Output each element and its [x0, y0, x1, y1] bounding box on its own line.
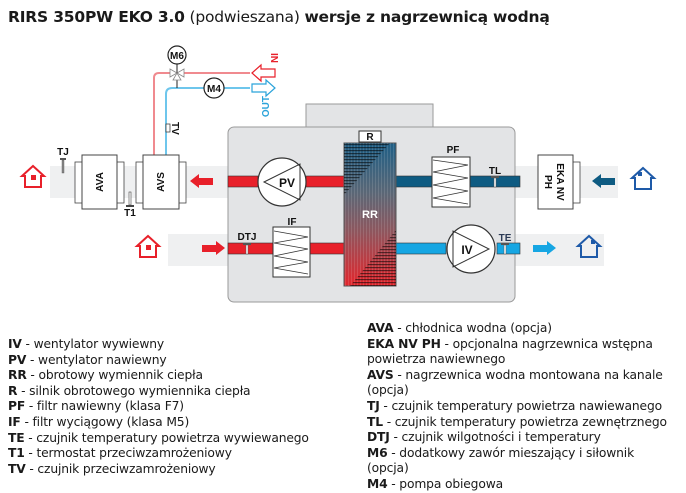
- r-exchanger-motor: R: [358, 130, 382, 143]
- t1-label: T1: [124, 208, 136, 219]
- valve-right-icon: [176, 68, 185, 78]
- legend-item: PF - filtr nawiewny (klasa F7): [8, 399, 184, 414]
- exhaust-bar-mid: [395, 242, 447, 255]
- water-out-pipe: [165, 87, 250, 177]
- if-label: IF: [288, 217, 297, 228]
- exhaust-duct-right: [514, 234, 604, 266]
- ventilation-diagram: M6 M4 IN OUT TV: [19, 45, 657, 303]
- supply-bar-mid: [305, 175, 345, 188]
- r-label: R: [366, 132, 374, 143]
- page-title: RIRS 350PW EKO 3.0 (podwieszana) wersje …: [8, 8, 550, 26]
- tl-label: TL: [489, 166, 501, 177]
- m6-mixing-valve: M6: [167, 45, 187, 88]
- valve-bottom-icon: [172, 72, 182, 81]
- house-supply-icon: [19, 164, 47, 188]
- out-label: OUT: [261, 96, 272, 117]
- if-extract-filter: IF: [272, 217, 311, 278]
- water-out-arrow: OUT: [251, 78, 276, 117]
- pv-label: PV: [279, 176, 295, 190]
- legend-item: M6 - dodatkowy zawór mieszający i siłown…: [367, 445, 635, 476]
- outdoor-flow-arrow: [592, 174, 615, 188]
- legend-item: IV - wentylator wywiewny: [8, 337, 165, 351]
- iv-label: IV: [461, 243, 472, 257]
- te-sensor: TE: [499, 233, 512, 255]
- dtj-label: DTJ: [238, 232, 257, 243]
- water-pipes: [153, 72, 250, 177]
- te-label: TE: [499, 233, 512, 244]
- water-in-pipe: [153, 72, 250, 177]
- eka-label-line1: EKA NV: [554, 163, 565, 201]
- house-outdoor-icon: [629, 166, 657, 190]
- t1-thermostat: T1: [124, 191, 136, 219]
- rr-label: RR: [362, 209, 378, 221]
- m6-label: M6: [170, 51, 184, 62]
- legend-item: R - silnik obrotowego wymiennika ciepła: [8, 383, 251, 398]
- pf-label: PF: [447, 145, 460, 156]
- title-model: RIRS 350PW EKO 3.0: [8, 8, 185, 26]
- legend-item: AVS - nagrzewnica wodna montowana na kan…: [367, 367, 663, 398]
- water-in-arrow: IN: [251, 53, 279, 83]
- legend-left: IV - wentylator wywiewny PV - wentylator…: [8, 337, 348, 477]
- m4-label: M4: [207, 84, 221, 95]
- house-exhaust-icon: [575, 234, 603, 258]
- avs-water-heater: AVS: [135, 154, 187, 210]
- legend-item: IF - filtr wyciągowy (klasa M5): [8, 414, 190, 429]
- tv-label: TV: [169, 122, 180, 135]
- iv-exhaust-fan: IV: [446, 224, 496, 274]
- legend-right: AVA - chłodnica wodna (opcja) EKA NV PH …: [367, 321, 667, 493]
- tj-sensor: TJ: [57, 147, 69, 174]
- legend-item: TV - czujnik przeciwzamrożeniowy: [8, 461, 216, 476]
- rr-rotary-heat-exchanger: RR: [343, 142, 397, 287]
- house-extract-icon: [134, 234, 162, 258]
- title-variant: (podwieszana): [189, 8, 300, 26]
- unit-top-cap: [305, 103, 434, 129]
- tj-label: TJ: [57, 147, 69, 158]
- pf-supply-filter: PF: [431, 145, 471, 208]
- legend-item: PV - wentylator nawiewny: [8, 352, 167, 367]
- extract-bar-mid: [309, 242, 345, 255]
- valve-left-icon: [169, 68, 178, 78]
- supply-bar-left: [227, 175, 259, 188]
- extract-flow-arrow: [202, 241, 225, 255]
- eka-nv-ph-preheater: EKA NV PH: [537, 154, 581, 210]
- eka-label-line2: PH: [542, 175, 553, 189]
- legend-item: AVA - chłodnica wodna (opcja): [367, 321, 552, 335]
- legend-item: EKA NV PH - opcjonalna nagrzewnica wstęp…: [367, 336, 653, 367]
- legend-item: TJ - czujnik temperatury powietrza nawie…: [367, 398, 662, 413]
- legend-item: M4 - pompa obiegowa: [367, 476, 503, 491]
- legend-item: TL - czujnik temperatury powietrza zewnę…: [367, 414, 667, 429]
- ava-label: AVA: [95, 172, 106, 192]
- m4-pump: M4: [203, 77, 225, 99]
- avs-label: AVS: [156, 172, 167, 192]
- outdoor-bar-mid: [395, 175, 433, 188]
- dtj-sensor: DTJ: [238, 232, 257, 255]
- exhaust-flow-arrow: [533, 241, 556, 255]
- pv-supply-fan: PV: [257, 157, 307, 207]
- supply-flow-arrow: [190, 174, 213, 188]
- tl-sensor: TL: [489, 166, 501, 188]
- legend-item: RR - obrotowy wymiennik ciepła: [8, 368, 203, 383]
- legend-item: DTJ - czujnik wilgotności i temperatury: [367, 430, 601, 445]
- m4-pump-icon: [203, 77, 225, 99]
- ava-water-cooler: AVA: [74, 154, 125, 210]
- legend-item: T1 - termostat przeciwzamrożeniowy: [8, 446, 232, 461]
- m6-actuator-icon: [167, 45, 187, 65]
- tv-sensor: TV: [165, 122, 180, 135]
- title-suffix: wersje z nagrzewnicą wodną: [304, 8, 550, 26]
- legend-item: TE - czujnik temperatury powietrza wywie…: [8, 430, 309, 445]
- in-label: IN: [268, 53, 279, 63]
